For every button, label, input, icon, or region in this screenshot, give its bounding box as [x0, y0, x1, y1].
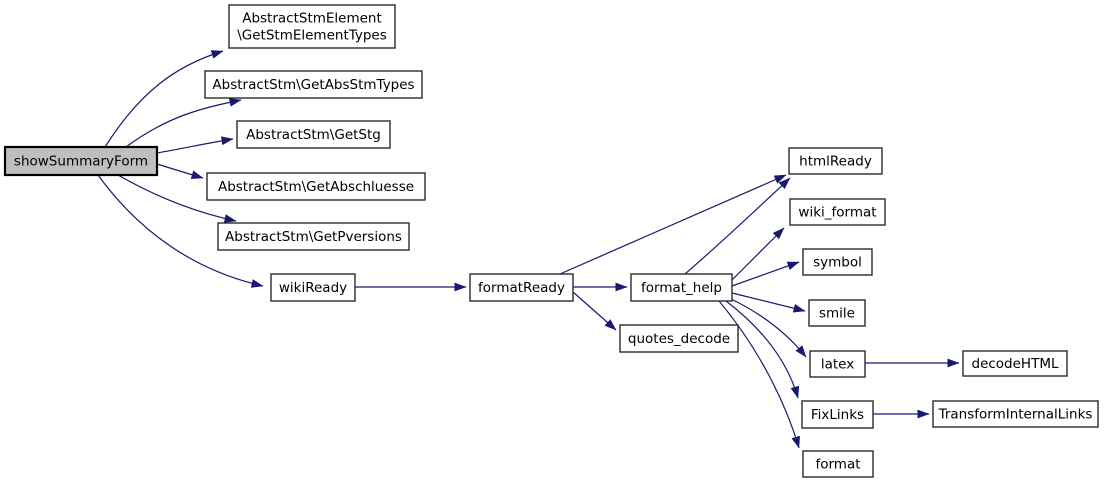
node-label-wiki_format: wiki_format: [798, 205, 876, 221]
node-showSummaryForm: showSummaryForm: [3, 145, 159, 177]
node-format_help[interactable]: format_help: [630, 273, 733, 302]
node-box-latex[interactable]: [809, 350, 866, 378]
node-box-wikiReady[interactable]: [270, 273, 356, 302]
node-label-htmlReady: htmlReady: [799, 154, 872, 170]
edge-format_help-to-latex: [730, 298, 807, 358]
node-box-wiki_format[interactable]: [789, 198, 886, 226]
edge-formatReady-to-htmlReady: [559, 174, 787, 275]
edge-showSummaryForm-to-GetAbsStmTypes: [125, 98, 242, 148]
node-GetStmElementTypes[interactable]: AbstractStmElement\GetStmElementTypes: [228, 4, 396, 49]
node-label-wikiReady: wikiReady: [279, 280, 347, 296]
edge-showSummaryForm-to-wikiReady: [97, 174, 264, 288]
edge-format_help-to-htmlReady: [684, 177, 791, 275]
node-box-formatReady[interactable]: [469, 273, 574, 302]
node-FixLinks[interactable]: FixLinks: [801, 400, 874, 429]
edges-layer: [97, 50, 960, 449]
node-label-latex: latex: [821, 357, 854, 373]
node-label-TransformInternalLinks: TransformInternalLinks: [938, 407, 1093, 423]
node-GetAbsStmTypes[interactable]: AbstractStm\GetAbsStmTypes: [204, 70, 423, 99]
edge-showSummaryForm-to-GetStg: [156, 136, 234, 154]
node-latex[interactable]: latex: [809, 350, 866, 378]
node-formatReady[interactable]: formatReady: [469, 273, 574, 302]
node-label-smile: smile: [819, 306, 855, 322]
node-label-GetPversions: AbstractStm\GetPversions: [225, 229, 402, 245]
node-box-quotes_decode[interactable]: [619, 324, 739, 353]
node-box-GetPversions[interactable]: [217, 222, 410, 251]
node-box-smile[interactable]: [808, 299, 866, 327]
edge-format_help-to-wiki_format: [731, 227, 785, 281]
edge-showSummaryForm-to-GetPversions: [117, 174, 237, 223]
edge-showSummaryForm-to-GetStmElementTypes: [104, 50, 224, 148]
node-box-decodeHTML[interactable]: [962, 350, 1068, 377]
edge-format_help-to-format: [718, 300, 800, 449]
node-label-GetStmElementTypes: AbstractStmElement\GetStmElementTypes: [237, 11, 387, 44]
node-quotes_decode[interactable]: quotes_decode: [619, 324, 739, 353]
node-label-format_help: format_help: [641, 280, 722, 296]
node-box-format_help[interactable]: [630, 273, 733, 302]
edge-formatReady-to-quotes_decode: [572, 291, 617, 331]
node-decodeHTML[interactable]: decodeHTML: [962, 350, 1068, 377]
node-label-formatReady: formatReady: [478, 280, 565, 296]
node-smile[interactable]: smile: [808, 299, 866, 327]
node-label-decodeHTML: decodeHTML: [972, 356, 1059, 372]
node-GetPversions[interactable]: AbstractStm\GetPversions: [217, 222, 410, 251]
node-GetAbschluesse[interactable]: AbstractStm\GetAbschluesse: [206, 172, 426, 201]
node-label-FixLinks: FixLinks: [811, 407, 864, 423]
node-htmlReady[interactable]: htmlReady: [788, 147, 883, 175]
node-box-symbol[interactable]: [802, 248, 873, 276]
edge-format_help-to-FixLinks: [725, 300, 800, 399]
edge-format_help-to-symbol: [731, 261, 800, 287]
node-box-format[interactable]: [802, 450, 874, 478]
node-box-GetAbsStmTypes[interactable]: [204, 70, 423, 99]
node-box-TransformInternalLinks[interactable]: [932, 400, 1099, 428]
node-wikiReady[interactable]: wikiReady: [270, 273, 356, 302]
node-box-htmlReady[interactable]: [788, 147, 883, 175]
node-label-GetStg: AbstractStm\GetStg: [246, 127, 381, 143]
node-box-GetStg[interactable]: [236, 120, 391, 149]
node-format[interactable]: format: [802, 450, 874, 478]
edge-format_help-to-smile: [731, 292, 806, 313]
node-wiki_format[interactable]: wiki_format: [789, 198, 886, 226]
node-label-GetAbsStmTypes: AbstractStm\GetAbsStmTypes: [212, 77, 414, 93]
node-TransformInternalLinks[interactable]: TransformInternalLinks: [932, 400, 1099, 428]
node-symbol[interactable]: symbol: [802, 248, 873, 276]
nodes-layer: showSummaryForm AbstractStmElement\GetStm…: [3, 4, 1099, 478]
node-box-GetStmElementTypes[interactable]: [228, 4, 396, 49]
node-label-format: format: [815, 457, 860, 473]
node-label-symbol: symbol: [813, 255, 862, 271]
node-box-showSummaryForm: [3, 145, 159, 177]
edge-showSummaryForm-to-GetAbschluesse: [156, 163, 204, 179]
node-label-GetAbschluesse: AbstractStm\GetAbschluesse: [218, 179, 414, 195]
node-box-GetAbschluesse[interactable]: [206, 172, 426, 201]
node-label-quotes_decode: quotes_decode: [628, 331, 730, 347]
node-GetStg[interactable]: AbstractStm\GetStg: [236, 120, 391, 149]
node-label-showSummaryForm: showSummaryForm: [14, 154, 148, 170]
node-box-FixLinks[interactable]: [801, 400, 874, 429]
